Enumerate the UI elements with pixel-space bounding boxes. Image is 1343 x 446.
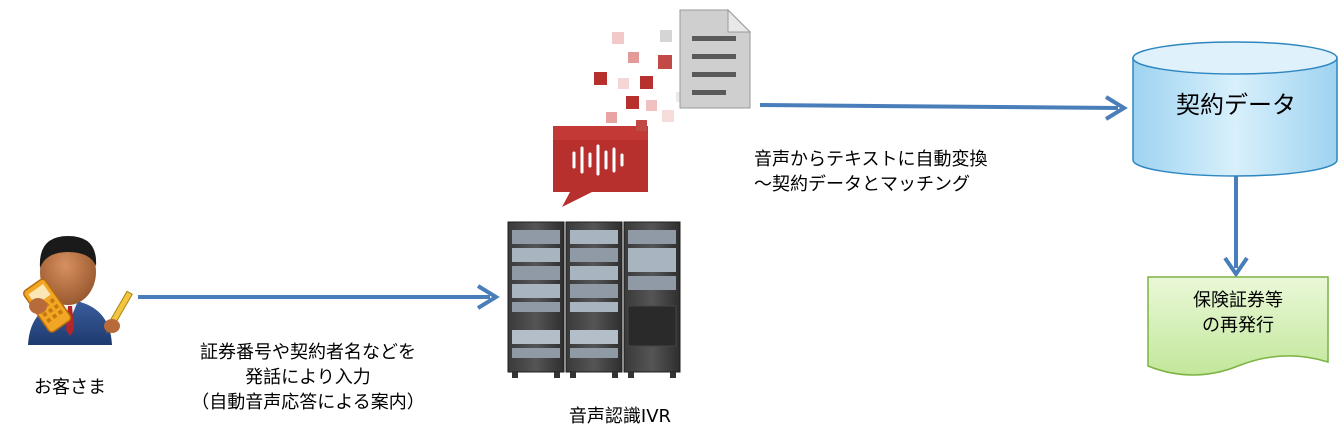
output-document-line2: の再発行: [1202, 315, 1274, 336]
caller-caption-line1: 証券番号や契約者名などを: [200, 342, 416, 363]
output-document-line1: 保険証券等: [1193, 290, 1283, 311]
customer-label: お客さま: [34, 377, 106, 398]
arrow-database-to-document: [1223, 172, 1249, 278]
stt-caption-line2: ～契約データとマッチング: [754, 174, 970, 195]
server-rack-2: [565, 221, 623, 378]
speech-waveform-icon: [553, 126, 648, 207]
caller-caption-line2: 発話により入力: [245, 367, 371, 388]
server-rack-icon: [507, 221, 681, 378]
text-document-icon: [679, 8, 752, 109]
stt-caption-line1: 音声からテキストに自動変換: [754, 149, 988, 170]
database-label: 契約データ: [1176, 91, 1296, 119]
pixel-fragments: [594, 30, 686, 131]
caller-caption: 証券番号や契約者名などを 発話により入力 （自動音声応答による案内）: [158, 340, 458, 415]
server-rack-3: [623, 221, 681, 378]
arrow-speech-to-database: [759, 95, 1128, 121]
document-icon: [1147, 276, 1329, 376]
customer-with-phone-icon: [23, 236, 133, 345]
stt-caption: 音声からテキストに自動変換 ～契約データとマッチング: [754, 147, 987, 197]
arrow-customer-to-ivr: [138, 284, 500, 310]
server-rack-1: [507, 221, 565, 378]
caller-caption-line3: （自動音声応答による案内）: [191, 392, 425, 413]
ivr-label: 音声認識IVR: [568, 406, 672, 427]
database-cylinder-icon: [1132, 41, 1338, 177]
output-document-label: 保険証券等 の再発行: [1150, 288, 1326, 338]
